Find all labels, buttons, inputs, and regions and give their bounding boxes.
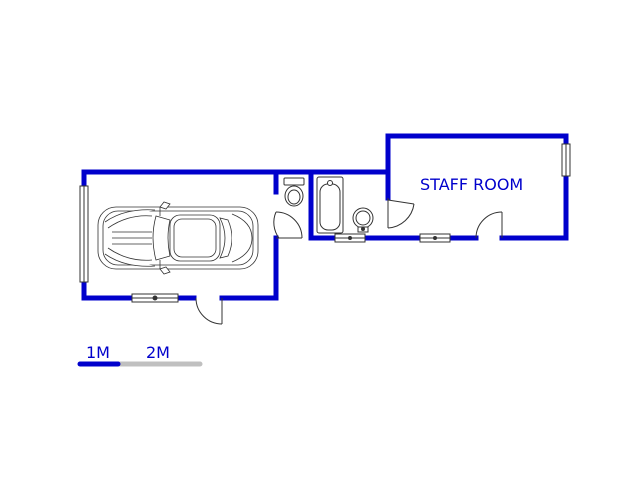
scale-label-2m: 2M	[146, 343, 170, 362]
doors	[195, 198, 503, 325]
scale-label-1m: 1M	[86, 343, 110, 362]
bathtub-icon	[316, 176, 344, 234]
car-icon	[97, 201, 259, 275]
fixtures	[283, 176, 374, 234]
windows	[79, 143, 571, 303]
room-label-staff-room: STAFF ROOM	[420, 175, 523, 194]
staff-bottom-door	[475, 211, 503, 239]
basin-icon	[352, 207, 374, 233]
toilet-door	[273, 211, 303, 239]
garage-door	[195, 297, 223, 325]
scale-bar: 1M 2M	[77, 343, 203, 367]
toilet-icon	[283, 177, 305, 207]
staff-inner-door	[387, 198, 415, 229]
